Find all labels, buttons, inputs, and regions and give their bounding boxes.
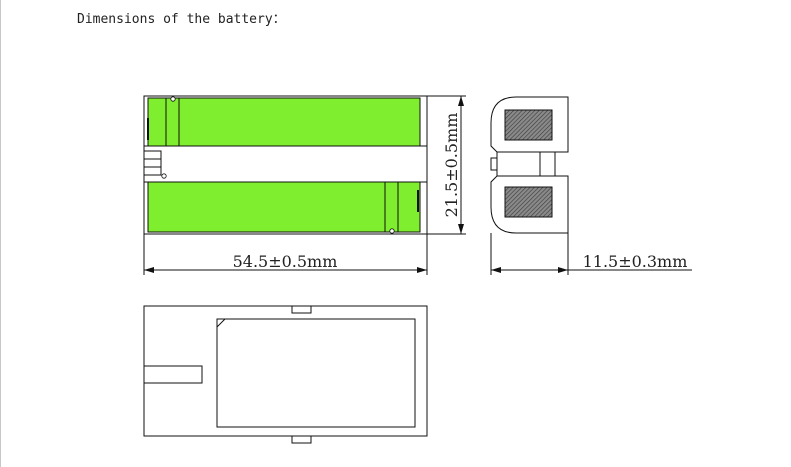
connector-tab [143,150,162,160]
upper-cell [147,97,421,147]
length-dimension: 54.5±0.5mm [143,234,428,275]
connector-tab [143,158,162,168]
clip-bottom [291,435,312,444]
label-area-corner [216,318,226,328]
arrowhead [458,224,464,234]
arrowhead [558,267,568,273]
page-heading: Dimensions of the battery： [77,12,286,27]
thickness-dimension: 11.5±0.3mm [490,233,692,275]
label-area [216,318,416,428]
lower-cell [147,181,421,233]
length-label: 54.5±0.5mm [233,252,338,271]
arrowhead [417,267,427,273]
terminal-upper [504,109,553,141]
side-view-notch [490,157,498,171]
side-view-lower-outline [490,175,569,234]
connector-tab [143,166,162,176]
arrowhead [458,96,464,106]
height-dimension: 21.5±0.5mm [427,95,466,235]
connector-slot [143,365,203,384]
side-view-upper-outline [490,96,569,153]
thickness-label: 11.5±0.3mm [583,252,688,271]
middle-strip [143,145,428,183]
arrowhead [491,267,501,273]
front-view [143,95,428,235]
arrowhead [144,267,154,273]
height-label: 21.5±0.5mm [442,113,461,218]
terminal-lower [504,186,553,218]
clip-top [291,305,312,314]
lower-cell-cap [389,228,395,234]
bottom-view [143,305,428,444]
side-view [490,96,569,234]
lower-cell-cap [161,173,167,179]
page-edge [0,0,1,467]
upper-cell-cap [170,96,176,102]
